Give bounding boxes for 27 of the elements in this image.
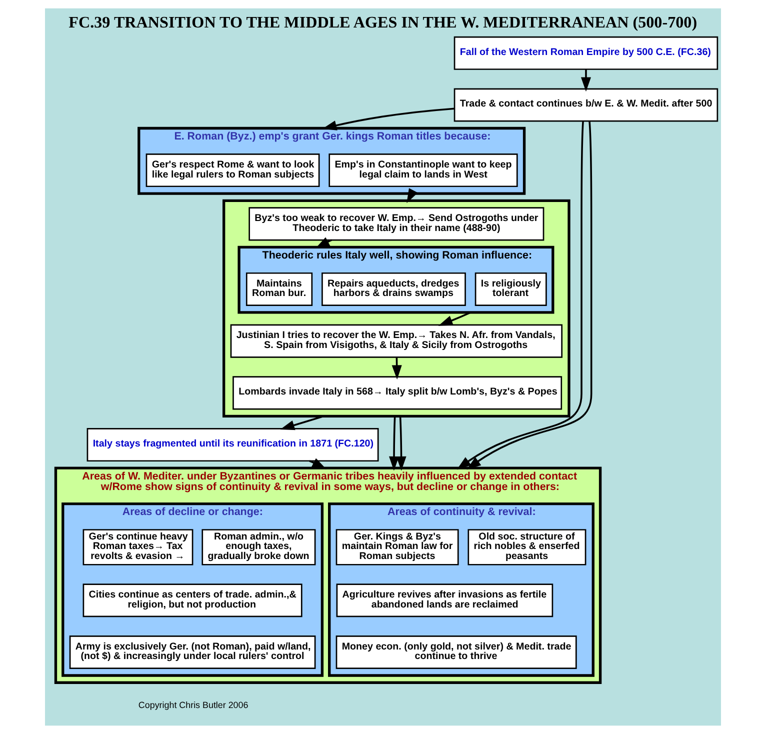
arrow — [438, 312, 470, 326]
node-box: Money econ. (only gold, not silver) & Medit. trade continue to thrive — [335, 635, 576, 669]
node-box: Lombards invade Italy in 568→ Italy split b/w Lomb's, Byz's & Popes — [232, 376, 562, 410]
node-box: Cities continue as centers of trade. admin.,& religion, but not production — [82, 584, 302, 618]
node-box: Trade & contact continues b/w E. & W. Medit. after 500 — [453, 88, 718, 122]
cluster — [222, 199, 570, 418]
node-box: Ger. Kings & Byz's maintain Roman law for Roman subjects — [335, 529, 458, 566]
node-box: Justinian I tries to recover the W. Emp.→ Takes N. Afr. from Vandals, S. Spain from Visigoths, & Italy & Sicily from Ostrogoths — [230, 324, 562, 358]
arrow — [280, 415, 324, 430]
node-box: Roman admin., w/o enough taxes, gradually broke down — [201, 529, 316, 566]
label: Copyright Chris Butler 2006 — [138, 700, 248, 710]
arrow — [396, 416, 406, 471]
node-box: Fall of the Western Roman Empire by 500 C.E. (FC.36) — [453, 36, 718, 70]
node-box: Army is exclusively Ger. (not Roman), paid w/land, (not $) & increasingly under local rulers' control — [68, 635, 316, 669]
node-box: Agriculture revives after invasions as fertile abandoned lands are reclaimed — [336, 584, 553, 618]
node-box: Ger's continue heavy Roman taxes→ Tax revolts & evasion → — [82, 529, 193, 566]
node-box: Is religiously tolerant — [474, 272, 546, 306]
arrow — [388, 416, 399, 471]
node-box: Old soc. structure of rich nobles & enserfed peasants — [467, 529, 586, 566]
arrow — [580, 69, 590, 92]
diagram-title: FC.39 TRANSITION TO THE MIDDLE AGES IN THE W. MEDITERRANEAN (500-700) — [68, 14, 697, 32]
node-box: Ger's respect Rome & want to look like legal rulers to Roman subjects — [145, 154, 320, 188]
node-box: Italy stays fragmented until its reunification in 1871 (FC.120) — [86, 428, 378, 462]
node-box: Repairs aqueducts, dredges harbors & drains swamps — [321, 272, 466, 306]
node-box: Byz's too weak to recover W. Emp.→ Send Ostrogoths under Theoderic to take Italy in their name (488-90) — [248, 207, 544, 241]
node-box: Maintains Roman bur. — [245, 272, 312, 306]
node-box: Emp's in Constantinople want to keep legal claim to lands in West — [328, 154, 518, 188]
